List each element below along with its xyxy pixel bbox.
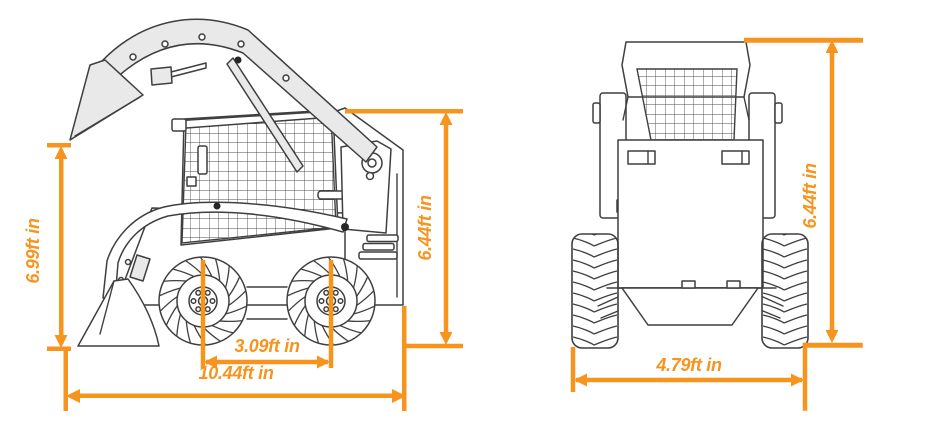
cab-side-line	[622, 96, 629, 121]
dim-label-front-overall-height: 6.44ft in	[800, 163, 820, 229]
arrowhead-left-icon	[66, 389, 80, 403]
arrowhead-down-icon	[54, 335, 68, 348]
dim-side-wheelbase: 3.09ft in	[200, 260, 334, 369]
dim-front-overall-height: 6.44ft in	[744, 37, 863, 411]
ground-bucket-fold	[99, 280, 115, 335]
panel-handle-left	[627, 150, 656, 165]
cab-side-line	[743, 96, 750, 121]
dim-label-side-overall-height: 6.44ft in	[415, 195, 435, 261]
arrowhead-up-icon	[54, 146, 68, 159]
cab-side-block	[186, 176, 197, 187]
boom-cylinder	[226, 57, 304, 173]
dim-side-lift-height: 6.99ft in	[23, 143, 71, 411]
front-link	[129, 254, 151, 282]
boom-rivet	[161, 40, 169, 48]
boom-pin-dot	[234, 56, 242, 64]
cab-door-latch	[197, 145, 208, 175]
left-fender-tab	[592, 102, 601, 124]
boom-rivet	[282, 74, 290, 82]
arrowhead-right-icon	[317, 355, 330, 369]
right-tire	[761, 233, 809, 349]
arm-rivet	[124, 258, 132, 266]
arrowhead-right-icon	[392, 389, 406, 403]
arrowhead-right-icon	[791, 373, 804, 387]
belly-pan	[621, 287, 759, 326]
arrowhead-down-icon	[825, 330, 839, 343]
dim-label-front-overall-width: 4.79ft in	[655, 355, 722, 375]
ground-bucket	[77, 278, 160, 347]
boom-pivot-pin	[367, 158, 377, 168]
front-view-drawing	[571, 41, 809, 349]
boom-rivet	[237, 40, 245, 48]
dim-label-overall-length: 10.44ft in	[198, 363, 273, 383]
boom-rivet	[129, 53, 137, 61]
arrowhead-up-icon	[825, 40, 839, 53]
cab-top-notch	[171, 118, 187, 132]
belly-clip	[681, 280, 696, 289]
side-view-drawing	[69, 18, 404, 347]
raised-bucket-fold	[74, 96, 141, 137]
belly-clip	[726, 280, 741, 289]
arm-pin-dot	[341, 223, 349, 231]
dim-side-overall-length: 10.44ft in	[66, 306, 407, 411]
bucket-cylinder-rod	[170, 62, 207, 78]
dim-front-overall-width: 4.79ft in	[570, 347, 804, 392]
rear-screen-mesh	[636, 68, 738, 141]
bucket-cylinder-body	[150, 66, 173, 86]
boom-rivet	[198, 33, 206, 41]
dim-side-overall-height: 6.44ft in	[345, 109, 463, 349]
dim-label-wheelbase: 3.09ft in	[234, 336, 300, 356]
rear-small-pin	[365, 171, 375, 181]
dim-label-lift-height: 6.99ft in	[23, 218, 43, 284]
rear-vents	[358, 234, 399, 260]
left-tire	[571, 233, 619, 349]
panel-handle-right	[721, 150, 750, 165]
arrowhead-left-icon	[204, 355, 217, 369]
right-fender-tab	[774, 102, 783, 124]
arm-pin-dot	[213, 202, 221, 210]
raised-bucket	[69, 59, 144, 141]
boom-arm	[101, 18, 378, 163]
arrowhead-up-icon	[439, 112, 453, 125]
arrowhead-down-icon	[439, 332, 453, 345]
arrowhead-left-icon	[574, 373, 587, 387]
